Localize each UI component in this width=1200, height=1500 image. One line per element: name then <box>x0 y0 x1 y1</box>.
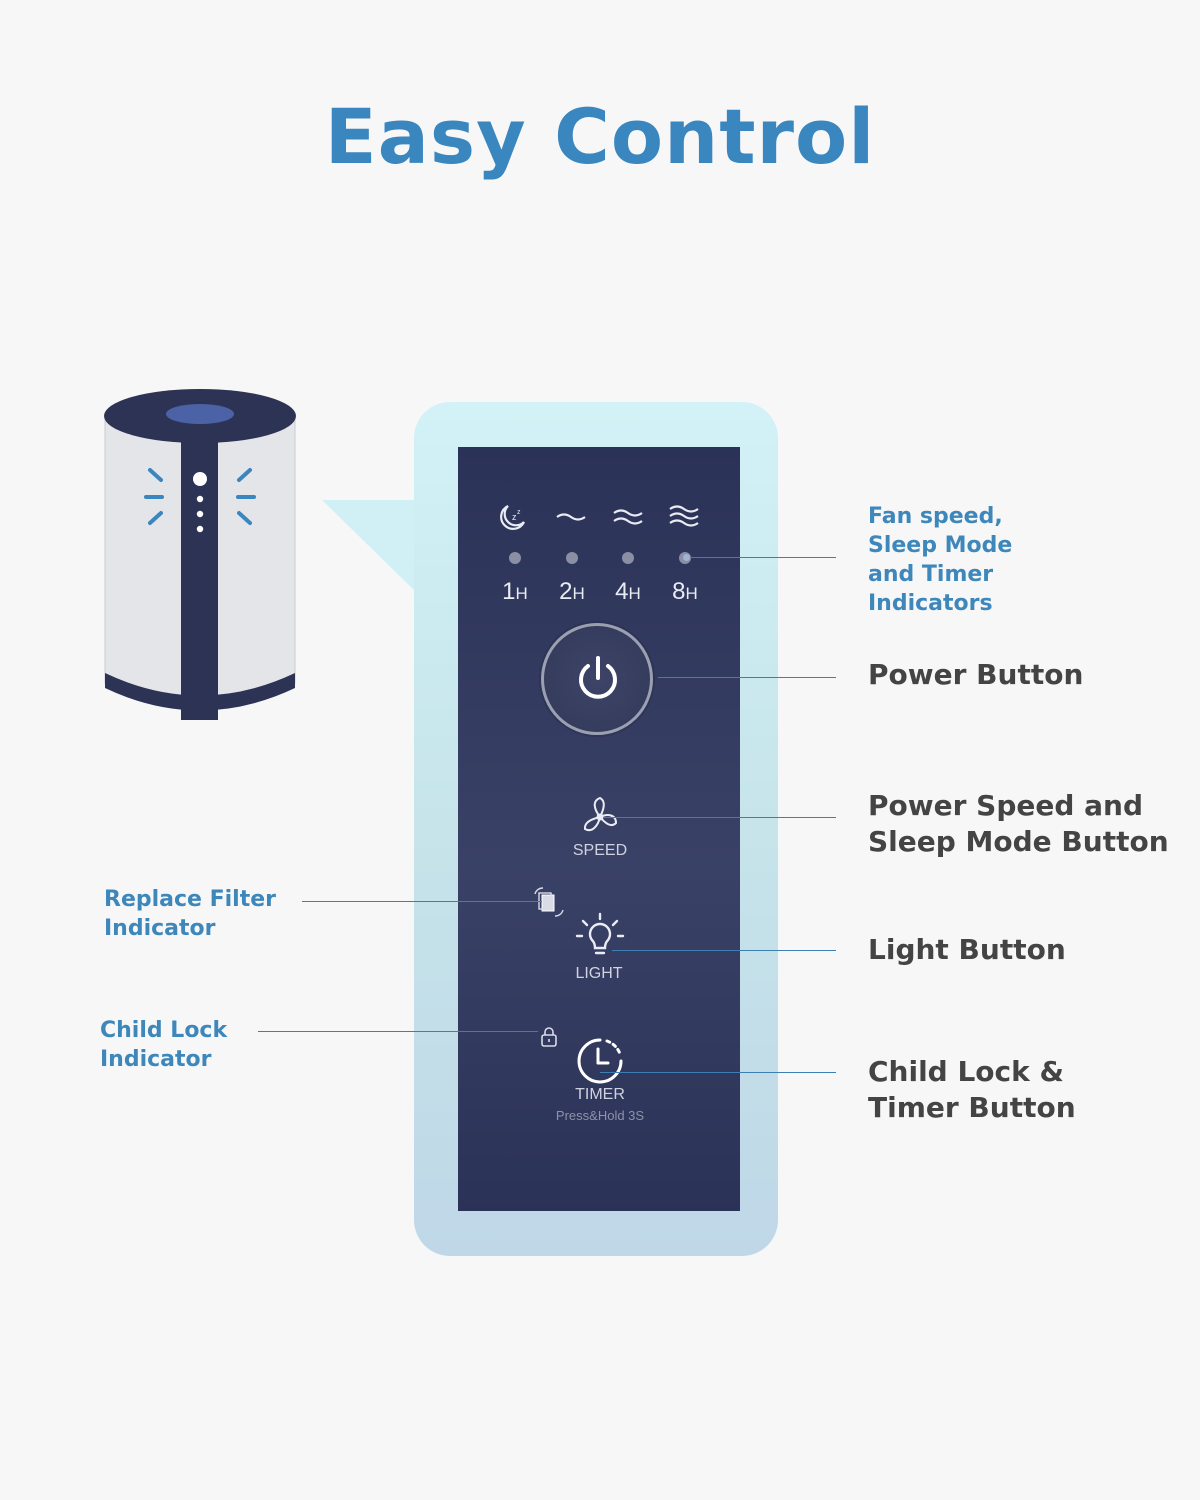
callout-speed-button: Power Speed and Sleep Mode Button <box>868 789 1169 858</box>
wave-3-icon <box>669 505 699 527</box>
callout-child-lock-indicator: Child Lock Indicator <box>100 1018 228 1072</box>
timer-label-8h: 8H <box>672 578 698 605</box>
fan-icon[interactable] <box>576 795 624 841</box>
svg-text:z: z <box>517 509 521 516</box>
leader-replace-filter <box>302 901 542 902</box>
timer-hold-hint: Press&Hold 3S <box>555 1108 645 1123</box>
indicator-led-1h <box>509 552 521 564</box>
wave-2-icon <box>613 509 643 525</box>
wave-1-icon <box>556 513 586 521</box>
callout-pointer <box>322 500 414 590</box>
timer-label-1h: 1H <box>502 578 528 605</box>
callout-child-lock-timer-button: Child Lock & Timer Button <box>868 1055 1076 1124</box>
page-title: Easy Control <box>324 92 876 181</box>
indicator-led-4h <box>622 552 634 564</box>
leader-light <box>612 950 836 951</box>
callout-light-button: Light Button <box>868 933 1066 966</box>
leader-power <box>658 677 836 678</box>
control-panel <box>458 447 740 1211</box>
callout-power-button: Power Button <box>868 658 1084 691</box>
leader-timer <box>600 1072 836 1073</box>
light-button-label: LIGHT <box>575 965 623 982</box>
indicator-led-2h <box>566 552 578 564</box>
power-icon <box>579 656 617 699</box>
timer-button-label: TIMER <box>575 1086 625 1103</box>
lock-icon <box>541 1027 557 1047</box>
moon-icon: z z <box>500 505 525 530</box>
leader-fan-speed <box>688 557 836 558</box>
speed-button-label: SPEED <box>572 842 628 859</box>
timer-icon[interactable] <box>574 1035 626 1087</box>
leader-speed <box>604 817 836 818</box>
callout-fan-speed-indicators: Fan speed, Sleep Mode and Timer Indicato… <box>868 504 1013 616</box>
power-button[interactable] <box>541 623 653 735</box>
callout-replace-filter-indicator: Replace Filter Indicator <box>104 887 277 941</box>
air-purifier-illustration <box>104 389 296 720</box>
svg-text:z: z <box>512 512 517 522</box>
leader-child-lock <box>258 1031 538 1032</box>
leader-dot-fan-speed <box>683 554 690 561</box>
filter-icon <box>534 887 564 917</box>
bulb-icon[interactable] <box>572 910 628 966</box>
timer-label-4h: 4H <box>615 578 641 605</box>
timer-label-2h: 2H <box>559 578 585 605</box>
